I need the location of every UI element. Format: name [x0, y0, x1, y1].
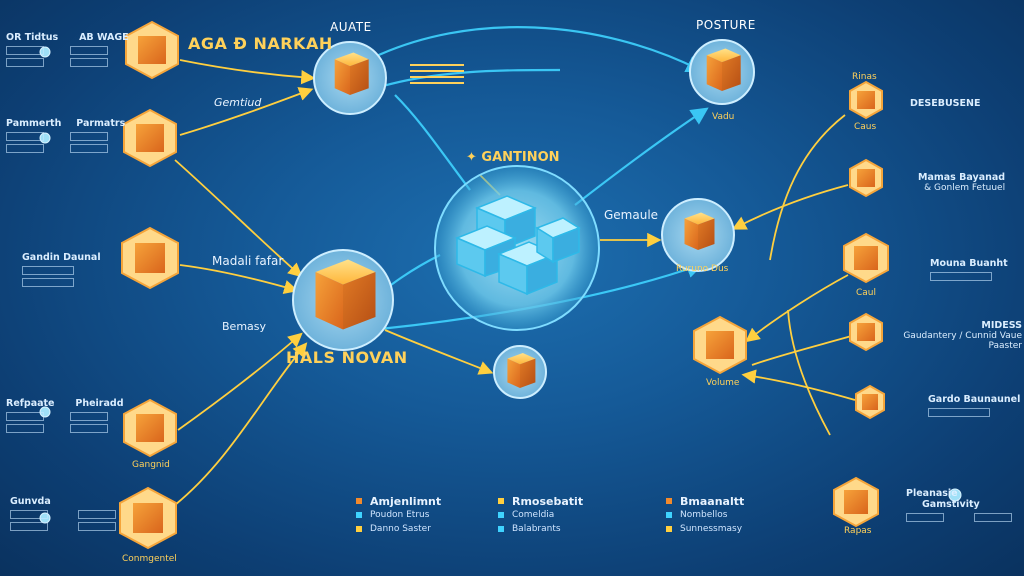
- node-top-center: [313, 41, 387, 115]
- node-top-right: [689, 39, 755, 105]
- yellow-connectors: [174, 59, 856, 506]
- decorative-bars: [410, 64, 464, 88]
- label-node-volume: Volume: [706, 378, 740, 388]
- right-panel-6: Pleanasie Gamstivity: [906, 488, 1024, 522]
- label-node-rapas: Rapas: [844, 526, 872, 536]
- label-node-gangnid: Gangnid: [132, 460, 170, 470]
- left-panel-3-title-a: Gandin Daunal: [22, 252, 101, 263]
- legend-1-item-1: Poudon Etrus: [370, 510, 430, 520]
- connector-top-arc: [367, 26, 704, 72]
- label-bottom-left: Bemasy: [222, 320, 267, 333]
- left-panel-5: Gunvda: [10, 496, 116, 531]
- left-panel-4-title-b: Pheiradd: [75, 398, 124, 409]
- legend-group-1: Amjenlimnt Poudon Etrus Danno Saster: [356, 494, 441, 536]
- right-panel-2: Mamas Bayanad & Gonlem Fetuuel: [918, 172, 1005, 193]
- right-panel-5-title: Gardo Baunaunel: [928, 394, 1021, 405]
- label-generated: Gemtiud: [214, 96, 262, 109]
- left-panel-2-title-a: Pammerth: [6, 118, 62, 129]
- hex-nodes: [119, 20, 889, 550]
- left-panel-2: Pammerth Parmatrs: [6, 118, 125, 153]
- label-center-title: ✦ GANTINON: [466, 150, 560, 165]
- connector-hub-topright: [574, 107, 709, 206]
- label-bottom-title: HALS NOVAN: [286, 348, 408, 367]
- legend-2-main: Rmosebatit: [512, 494, 584, 508]
- connector-hub-top: [394, 94, 471, 191]
- right-panel-1-title: DESEBUSENE: [910, 98, 981, 109]
- right-panel-6-title-b: Gamstivity: [922, 499, 980, 510]
- right-panel-1: DESEBUSENE: [910, 98, 980, 109]
- legend-group-3: Bmaanaltt Nombellos Sunnessmasy: [666, 494, 744, 536]
- legend-group-2: Rmosebatit Comeldia Balabrants: [498, 494, 583, 536]
- right-panel-4-title: MIDESS: [981, 320, 1022, 331]
- label-top-right: POSTURE: [696, 18, 756, 32]
- right-panel-6-title: Pleanasie: [906, 488, 958, 499]
- label-node-caus: Caus: [854, 122, 877, 132]
- label-top-left-title: AGA Ð NARKAH: [188, 34, 333, 53]
- label-node-rinas: Rinas: [852, 72, 877, 82]
- label-top-center: AUATE: [330, 20, 372, 34]
- left-panel-1-title-a: OR Tidtus: [6, 32, 59, 43]
- label-node-caul: Caul: [856, 288, 877, 298]
- left-panel-5-title-a: Gunvda: [10, 496, 51, 507]
- legend-2-item-2: Balabrants: [512, 524, 561, 534]
- left-panel-1: OR Tidtus AB WAGE: [6, 32, 129, 67]
- legend-3-main: Bmaanaltt: [680, 494, 745, 508]
- right-panel-2-sub: & Gonlem Fetuuel: [924, 183, 1006, 193]
- right-panel-4-sub: Gaudantery / Cunnid Vaue Paaster: [903, 331, 1022, 351]
- legend-1-main: Amjenlimnt: [370, 494, 442, 508]
- label-mid-left: Madali fafar: [212, 254, 284, 268]
- node-bottom-center: [292, 249, 394, 351]
- legend-1-item-2: Danno Saster: [370, 524, 431, 534]
- left-panel-2-title-b: Parmatrs: [76, 118, 126, 129]
- right-panel-5: Gardo Baunaunel: [928, 394, 1020, 417]
- left-panel-3: Gandin Daunal: [22, 252, 101, 287]
- left-panel-4: Refpaate Pheiradd: [6, 398, 124, 433]
- label-node-ruruno: Ruruno Dus: [676, 264, 729, 274]
- node-right-center: [661, 198, 735, 272]
- right-panel-4: MIDESS Gaudantery / Cunnid Vaue Paaster: [894, 320, 1022, 351]
- central-hub: [434, 165, 600, 331]
- label-center-right: Gemaule: [604, 208, 659, 222]
- label-node-vadu: Vadu: [712, 112, 735, 122]
- label-node-conmgentel: Conmgentel: [122, 554, 177, 564]
- right-panel-3-title: Mouna Buanht: [930, 258, 1008, 269]
- right-panel-3: Mouna Buanht: [930, 258, 1008, 281]
- legend-3-item-2: Sunnessmasy: [680, 524, 743, 534]
- legend-3-item-1: Nombellos: [680, 510, 728, 520]
- node-center-lower: [493, 345, 547, 399]
- legend-2-item-1: Comeldia: [512, 510, 555, 520]
- left-panel-4-title-a: Refpaate: [6, 398, 55, 409]
- connector-top-mid: [369, 68, 561, 92]
- right-panel-2-title: Mamas Bayanad: [918, 172, 1006, 183]
- left-panel-1-title-b: AB WAGE: [79, 32, 129, 43]
